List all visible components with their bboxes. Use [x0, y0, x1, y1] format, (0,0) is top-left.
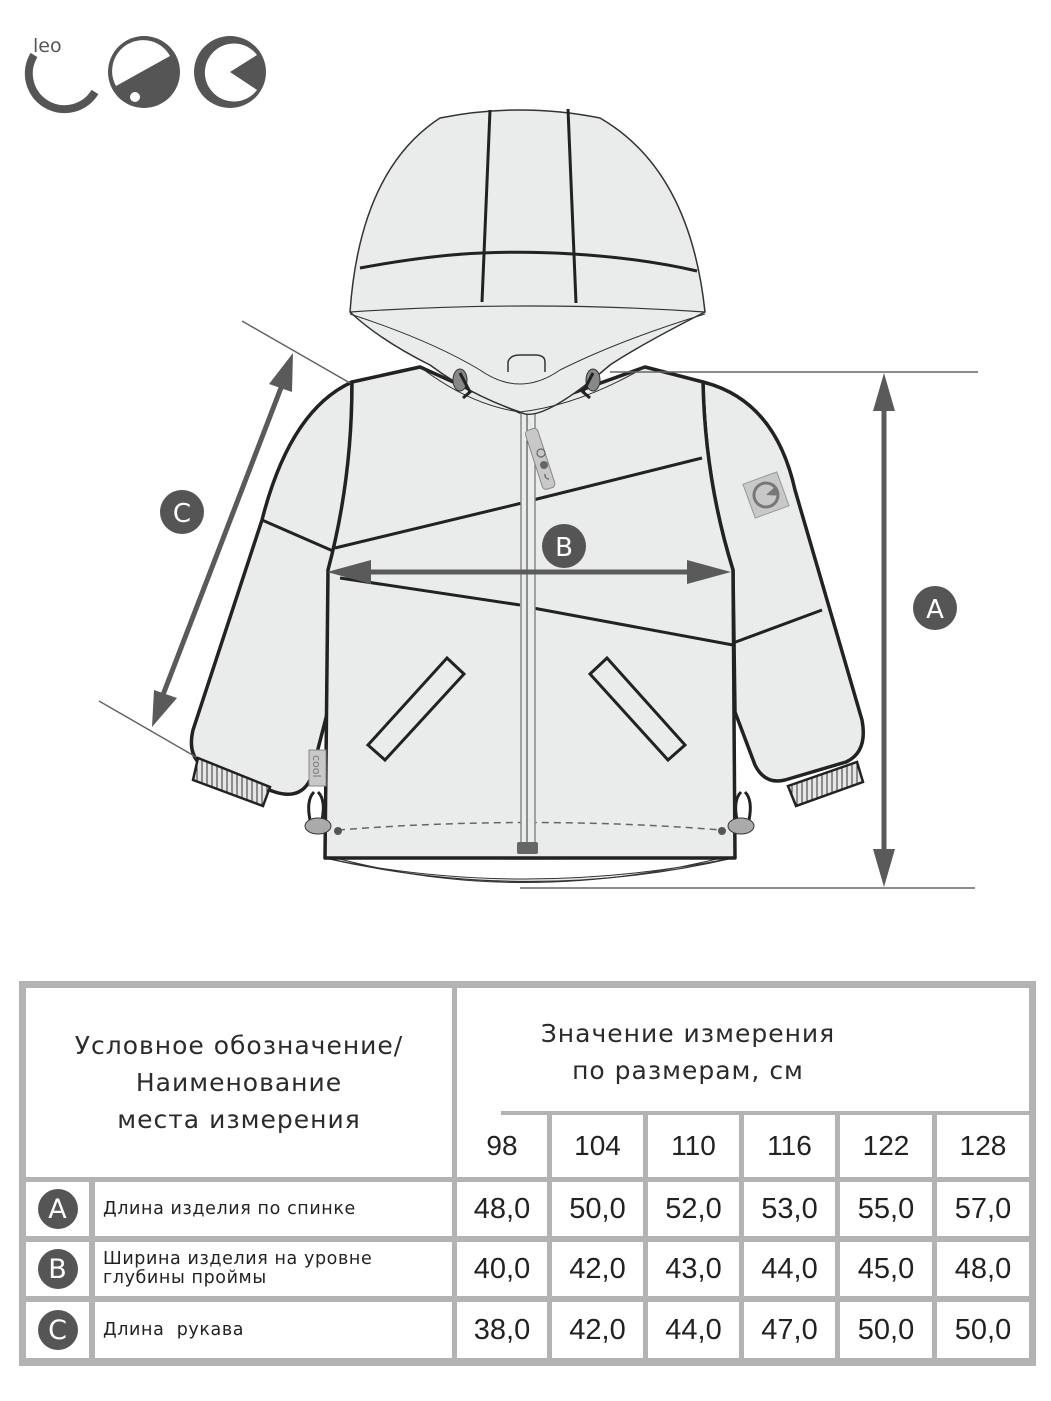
- row-a-value-104: 50,0: [552, 1182, 643, 1236]
- size-128: 128: [937, 1115, 1029, 1177]
- svg-text:A: A: [926, 595, 944, 625]
- size-110: 110: [648, 1115, 739, 1177]
- size-122: 122: [840, 1115, 932, 1177]
- row-b-label: Ширина изделия на уровне глубины проймы: [95, 1242, 452, 1296]
- row-c-value-116: 47,0: [744, 1302, 835, 1358]
- jacket-technical-drawing: cool A B: [98, 108, 978, 889]
- row-c-value-122: 50,0: [840, 1302, 932, 1358]
- row-b-value-116: 44,0: [744, 1242, 835, 1296]
- side-tag-text: cool: [310, 755, 323, 778]
- row-b-value-104: 42,0: [552, 1242, 643, 1296]
- size-chart-table: Условное обозначение/ Наименование места…: [19, 981, 1036, 1366]
- measurement-c: C: [98, 320, 351, 758]
- brand-logo: leo: [24, 35, 266, 114]
- measurement-b: B: [327, 524, 731, 584]
- row-b-value-128: 48,0: [937, 1242, 1029, 1296]
- row-a-value-98: 48,0: [457, 1182, 547, 1236]
- svg-text:C: C: [173, 499, 191, 529]
- leo-cool-logo-icon: [24, 36, 266, 114]
- row-c-value-98: 38,0: [457, 1302, 547, 1358]
- size-116: 116: [744, 1115, 835, 1177]
- row-c-value-104: 42,0: [552, 1302, 643, 1358]
- row-a-letter: A: [26, 1182, 89, 1236]
- row-a-value-128: 57,0: [937, 1182, 1029, 1236]
- row-c-value-128: 50,0: [937, 1302, 1029, 1358]
- svg-text:B: B: [555, 533, 573, 563]
- row-a-value-116: 53,0: [744, 1182, 835, 1236]
- logo-small-text: leo: [33, 35, 62, 57]
- badge-a-icon: A: [37, 1189, 78, 1229]
- size-98: 98: [457, 1115, 547, 1177]
- row-c-label: Длина рукава: [95, 1302, 452, 1358]
- badge-b-icon: B: [37, 1249, 78, 1289]
- row-b-value-122: 45,0: [840, 1242, 932, 1296]
- row-a-label: Длина изделия по спинке: [95, 1182, 452, 1236]
- measurement-a: A: [520, 371, 978, 889]
- row-a-value-110: 52,0: [648, 1182, 739, 1236]
- row-b-letter: B: [26, 1242, 89, 1296]
- badge-a-icon: A: [913, 586, 957, 630]
- badge-b-icon: B: [542, 524, 586, 568]
- size-104: 104: [552, 1115, 643, 1177]
- header-measurement-values: Значение измерения по размерам, см: [457, 988, 1029, 1111]
- jacket-outline: cool: [189, 108, 865, 883]
- badge-c-icon: C: [37, 1310, 78, 1350]
- row-c-letter: C: [26, 1302, 89, 1358]
- header-spacer: [457, 1111, 501, 1117]
- row-a-value-122: 55,0: [840, 1182, 932, 1236]
- badge-c-icon: C: [160, 490, 204, 534]
- row-c-value-110: 44,0: [648, 1302, 739, 1358]
- row-b-value-98: 40,0: [457, 1242, 547, 1296]
- header-measurement-name: Условное обозначение/ Наименование места…: [26, 988, 452, 1177]
- row-b-value-110: 43,0: [648, 1242, 739, 1296]
